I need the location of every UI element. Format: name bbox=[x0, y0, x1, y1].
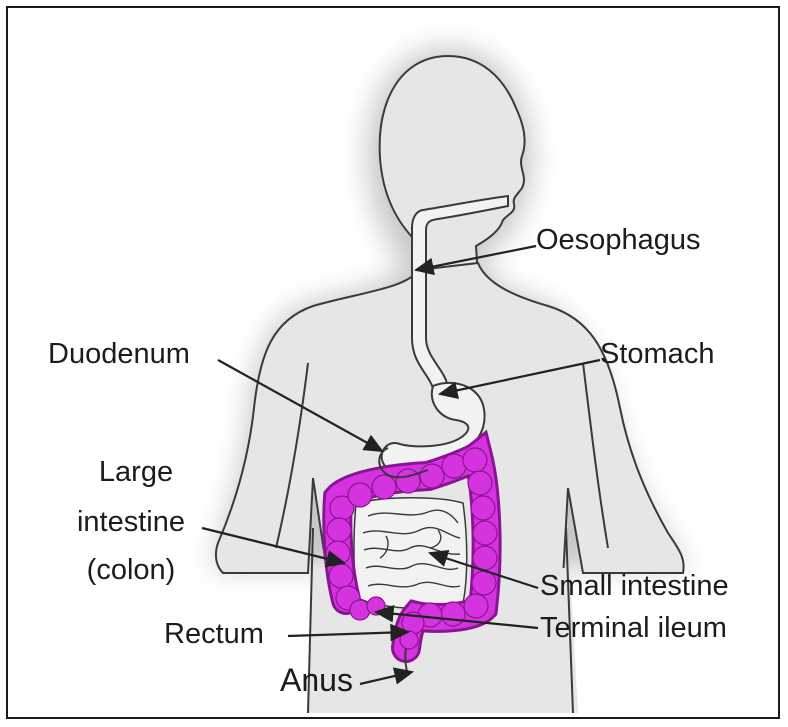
label-small-intestine: Small intestine bbox=[540, 570, 729, 603]
label-anus: Anus bbox=[280, 662, 353, 699]
label-oesophagus: Oesophagus bbox=[536, 224, 700, 257]
label-duodenum: Duodenum bbox=[48, 338, 190, 371]
label-large-intestine-2: intestine bbox=[60, 506, 202, 539]
label-large-intestine-1: Large bbox=[70, 456, 202, 489]
diagram-frame: Oesophagus Stomach Duodenum Large intest… bbox=[6, 6, 780, 719]
label-large-intestine-3: (colon) bbox=[60, 554, 202, 587]
label-rectum: Rectum bbox=[164, 618, 264, 651]
label-terminal-ileum: Terminal ileum bbox=[540, 612, 727, 645]
label-stomach: Stomach bbox=[600, 338, 714, 371]
